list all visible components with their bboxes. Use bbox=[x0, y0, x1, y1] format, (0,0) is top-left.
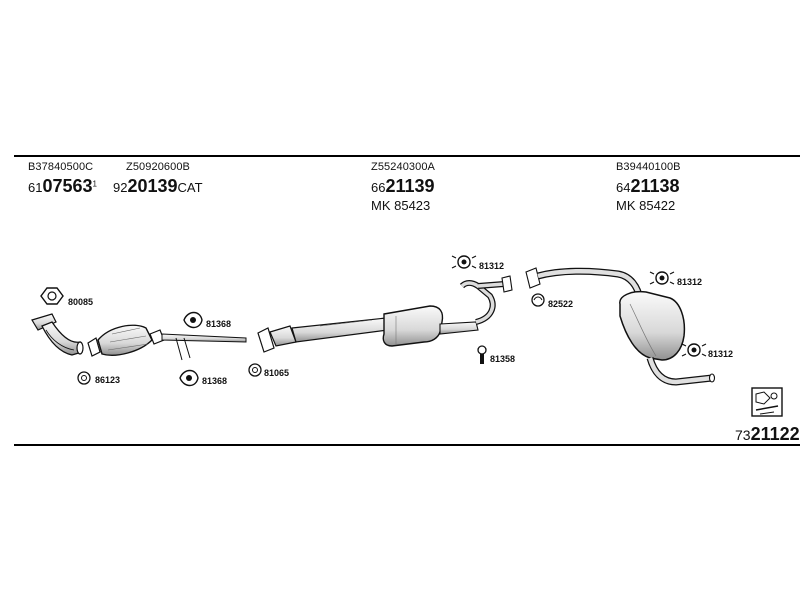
part-number-prefix: 66 bbox=[371, 180, 386, 195]
part-header-front-pipe: B37840500C 61075631 bbox=[28, 161, 97, 197]
bolt-icon bbox=[477, 345, 487, 364]
part-header-catalyst: Z50920600B 9220139CAT bbox=[113, 161, 203, 197]
part-header-rear-silencer: B39440100B 6421138 MK 85422 bbox=[616, 161, 681, 213]
part-number-main: 07563 bbox=[42, 176, 93, 196]
part-number-main: 20139 bbox=[127, 176, 178, 196]
rubber-hanger-icon bbox=[681, 343, 707, 357]
part-code: Z50920600B bbox=[126, 161, 190, 173]
gasket-ring-icon bbox=[248, 363, 262, 377]
catalytic-converter bbox=[87, 324, 247, 361]
part-code: B39440100B bbox=[616, 161, 681, 173]
label-81065: 81065 bbox=[264, 368, 290, 378]
part-number: 9220139CAT bbox=[113, 176, 203, 197]
label-81358: 81358 bbox=[490, 354, 516, 364]
part-number-prefix: 92 bbox=[113, 180, 128, 195]
label-82522: 82522 bbox=[548, 299, 574, 309]
part-code: B37840500C bbox=[28, 161, 94, 173]
gasket-ring-icon bbox=[40, 287, 64, 305]
part-number: 6621139 bbox=[371, 176, 435, 197]
label-81368-top: 81368 bbox=[206, 319, 232, 329]
part-number-prefix: 64 bbox=[616, 180, 631, 195]
rubber-hanger-icon bbox=[649, 271, 675, 285]
kit-icon bbox=[751, 387, 783, 417]
part-number-suffix: CAT bbox=[177, 180, 203, 195]
middle-silencer bbox=[257, 275, 513, 353]
spring-icon bbox=[531, 293, 545, 307]
rubber-hanger-icon bbox=[451, 255, 477, 269]
label-86123: 86123 bbox=[95, 375, 121, 385]
part-number-suffix: 1 bbox=[92, 179, 97, 189]
part-number-main: 21138 bbox=[630, 176, 680, 196]
front-pipe bbox=[31, 313, 84, 356]
label-81368-bottom: 81368 bbox=[202, 376, 228, 386]
top-rule bbox=[14, 155, 800, 157]
mk-number: MK 85423 bbox=[371, 198, 431, 213]
part-header-middle-silencer: Z55240300A 6621139 MK 85423 bbox=[371, 161, 435, 213]
label-81312-rear-lower: 81312 bbox=[708, 349, 734, 359]
part-number: 61075631 bbox=[28, 176, 97, 197]
reference-prefix: 73 bbox=[735, 427, 751, 443]
mk-number: MK 85422 bbox=[616, 198, 676, 213]
reference-main: 21122 bbox=[750, 424, 800, 444]
reference-number: 7321122 bbox=[735, 424, 800, 445]
bottom-rule bbox=[14, 444, 800, 446]
part-number-main: 21139 bbox=[385, 176, 435, 196]
clamp-icon bbox=[179, 369, 199, 387]
label-80085: 80085 bbox=[68, 297, 94, 307]
gasket-ring-icon bbox=[77, 371, 91, 385]
part-number: 6421138 bbox=[616, 176, 681, 197]
label-81312-middle: 81312 bbox=[479, 261, 505, 271]
label-81312-rear-upper: 81312 bbox=[677, 277, 703, 287]
clamp-icon bbox=[183, 311, 203, 329]
part-number-prefix: 61 bbox=[28, 180, 43, 195]
part-code: Z55240300A bbox=[371, 161, 435, 173]
rear-silencer bbox=[525, 267, 716, 386]
